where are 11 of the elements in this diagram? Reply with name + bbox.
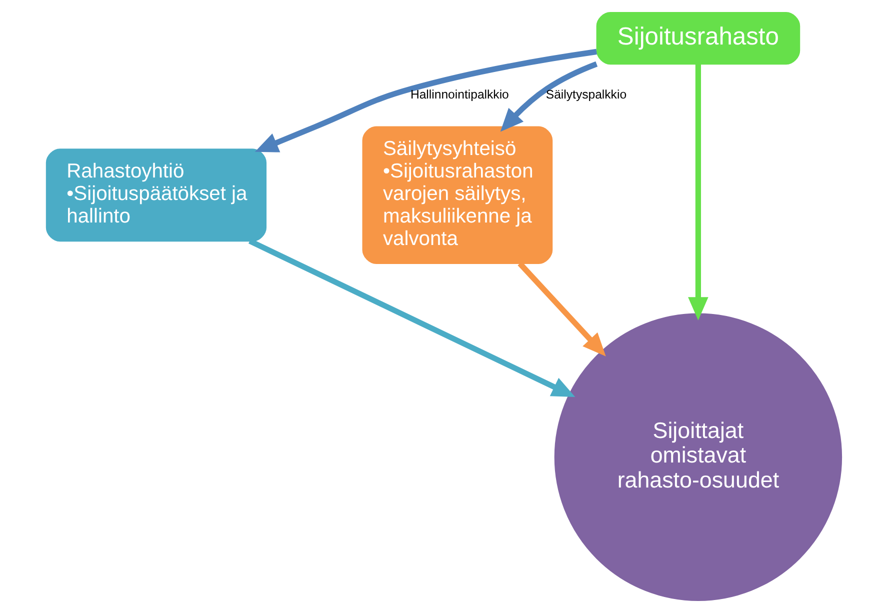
node-box: Säilytysyhteisö •Sijoitusrahaston varojen säilytys, maksuliikenne ja valvonta <box>362 126 552 264</box>
arrow <box>500 61 598 132</box>
edge-label: Hallinnointipalkkio <box>410 88 508 102</box>
node-box: Sijoitusrahasto <box>596 12 800 65</box>
arrow <box>254 48 596 152</box>
arrow <box>248 238 575 398</box>
edge-label: Säilytyspalkkio <box>545 88 626 102</box>
arrow <box>517 262 606 356</box>
node-circle: Sijoittajat omistavat rahasto-osuudet <box>554 313 842 601</box>
arrow <box>688 64 708 320</box>
node-box: Rahastoyhtiö •Sijoituspäätökset ja hallinto <box>45 148 266 242</box>
